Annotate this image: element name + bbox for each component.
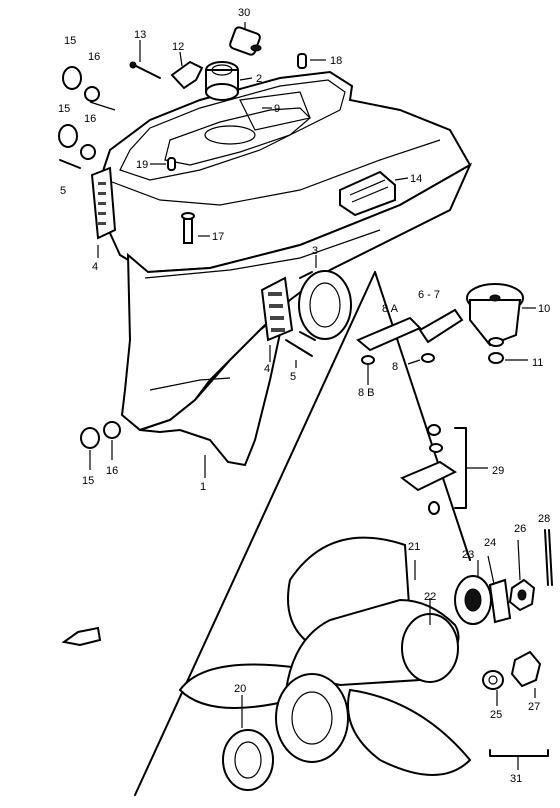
callout-c11: 11	[532, 357, 543, 369]
callout-c15a: 15	[64, 35, 76, 47]
part-27-nut	[510, 650, 542, 688]
callout-c2: 2	[256, 73, 262, 85]
part-8a-plate	[356, 316, 422, 352]
part-14-intake	[339, 170, 396, 217]
callout-c30: 30	[238, 7, 250, 19]
callout-c29: 29	[492, 465, 504, 477]
callout-c25: 25	[490, 709, 502, 721]
propeller	[178, 536, 472, 776]
part-20-spacer	[222, 729, 274, 791]
frame-lines	[134, 271, 471, 796]
callout-c16c: 16	[106, 465, 118, 477]
callout-c15c: 15	[82, 475, 94, 487]
callout-c1: 1	[200, 481, 206, 493]
callout-c9: 9	[274, 103, 280, 115]
callout-c23: 23	[462, 549, 474, 561]
callout-c16a: 16	[88, 51, 100, 63]
part-9-gasket	[239, 91, 311, 131]
part-30-plug	[229, 26, 262, 56]
part-13-screw	[129, 61, 161, 79]
part-15-16-bottom	[80, 421, 121, 449]
part-3-seal	[298, 270, 352, 341]
part-26-nut	[508, 578, 536, 612]
callout-c5b: 5	[290, 371, 296, 383]
callout-c26: 26	[514, 523, 526, 535]
callout-c22: 22	[424, 591, 436, 603]
gear-case-housing	[98, 70, 473, 467]
callout-c28: 28	[538, 513, 550, 525]
callout-c3: 3	[312, 245, 318, 257]
callout-c18: 18	[330, 55, 342, 67]
part-5-screw	[59, 159, 81, 169]
callout-c67: 6 - 7	[418, 289, 440, 301]
callout-c4b: 4	[264, 363, 270, 375]
callout-c14: 14	[410, 173, 422, 185]
part-15-16-top	[58, 66, 100, 160]
callout-c8: 8	[392, 361, 398, 373]
callout-c5a: 5	[60, 185, 66, 197]
callout-c27: 27	[528, 701, 540, 713]
part-23-washer	[454, 575, 492, 625]
callout-c8a: 8 A	[382, 303, 399, 315]
callout-c17: 17	[212, 231, 224, 243]
callout-c19: 19	[136, 159, 148, 171]
callout-c31: 31	[510, 773, 522, 785]
part-24-spacer	[488, 578, 512, 624]
callout-c15b: 15	[58, 103, 70, 115]
callout-c24: 24	[484, 537, 496, 549]
callout-c13: 13	[134, 29, 146, 41]
callout-c10: 10	[538, 303, 550, 315]
part-19-pin	[167, 157, 176, 171]
direction-arrow-icon	[61, 626, 102, 647]
part-17-bolt	[181, 212, 195, 244]
callout-c20: 20	[234, 683, 246, 695]
callout-c12: 12	[172, 41, 184, 53]
part-4-anode-left	[90, 166, 117, 240]
part-8-bolts	[361, 353, 435, 365]
part-25-washer	[482, 670, 504, 690]
part-5-screw-mid	[285, 339, 313, 357]
part-12-bracket	[170, 60, 204, 90]
part-4-anode-mid	[260, 276, 294, 342]
part-11-nuts	[488, 337, 504, 364]
part-18-pin	[297, 53, 307, 69]
part-28-pin	[544, 529, 553, 586]
callout-c16b: 16	[84, 113, 96, 125]
part-10-trimtab	[466, 283, 524, 347]
part-31-bracket	[489, 749, 549, 757]
part-29-assembly	[400, 424, 467, 515]
callout-c8b: 8 B	[358, 387, 375, 399]
leader-lines	[89, 22, 536, 770]
callout-c21: 21	[408, 541, 420, 553]
part-6-7-plate	[418, 308, 464, 344]
callout-c4a: 4	[92, 261, 98, 273]
part-2-bushing	[205, 61, 239, 101]
